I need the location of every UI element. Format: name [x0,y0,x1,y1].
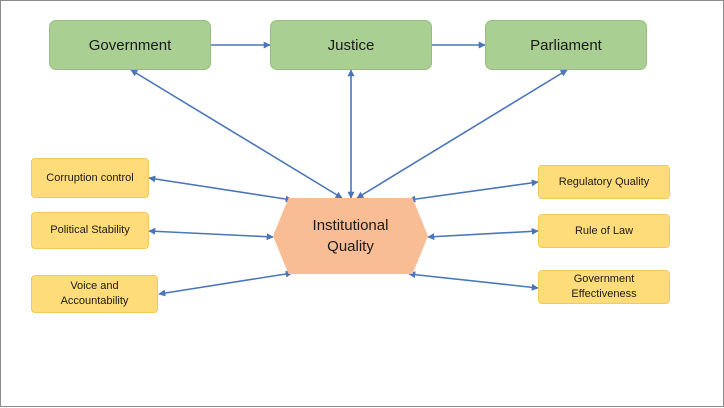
voice-accountability-label: Voice and Accountability [60,280,129,307]
rule-of-law-label: Rule of Law [574,224,634,237]
rule-of-law-node: Rule of Law [538,214,670,248]
arrow-political-stability-to-institutional-quality [148,227,274,241]
regulatory-quality-node: Regulatory Quality [538,165,670,199]
arrow-rule-of-law-to-institutional-quality [427,227,539,241]
government-effectiveness-label: Government Effectiveness [571,273,637,300]
regulatory-quality-label: Regulatory Quality [558,175,650,188]
arrow-parliament-to-institutional-quality [356,69,568,199]
corruption-control-node: Corruption control [31,158,149,198]
political-stability-label: Political Stability [50,224,130,236]
government-label: Government [88,36,172,54]
political-stability-node: Political Stability [31,212,149,249]
parliament-node: Parliament [485,20,647,70]
corruption-control-label: Corruption control [46,171,134,184]
parliament-label: Parliament [530,36,602,54]
justice-node: Justice [270,20,432,70]
arrow-corruption-control-to-institutional-quality [148,175,293,203]
government-node: Government [49,20,211,70]
institutional-quality-hexagon [273,198,428,274]
government-effectiveness-node: Government Effectiveness [538,270,670,304]
arrow-voice-accountability-to-institutional-quality [158,270,293,297]
institutional-quality-label: Institutional Quality [312,217,389,255]
arrow-regulatory-quality-to-institutional-quality [408,179,539,203]
arrow-government-to-institutional-quality [130,69,343,199]
arrow-government-effectiveness-to-institutional-quality [408,271,539,291]
voice-accountability-node: Voice and Accountability [31,275,158,313]
justice-label: Justice [327,36,375,54]
institutional-quality-node: Institutional Quality [273,198,428,274]
